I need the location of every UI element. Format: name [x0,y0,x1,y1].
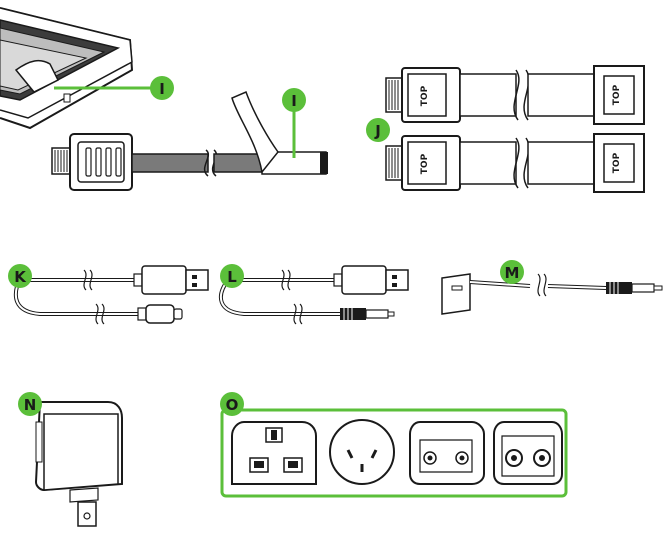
molex-to-barrel-cable [441,273,663,315]
label-o: O [226,396,239,414]
label-m: M [505,264,520,282]
label-badge-j: J [366,118,390,142]
top-marker-3: TOP [420,153,430,174]
eu-plug-adapter-2 [493,421,563,485]
usb-a-to-barrel-cable [218,265,409,325]
label-n: N [24,396,37,414]
top-marker-4: TOP [612,152,622,173]
ribbon-cable-1: TOP TOP [385,65,645,125]
plug-adapters-group [220,408,568,498]
au-plug-adapter [329,419,395,485]
top-marker-1: TOP [420,85,430,106]
label-k: K [14,268,27,286]
display-panel-with-adhesive [0,7,134,130]
label-badge-k: K [8,264,32,288]
label-i-1: I [159,80,165,98]
label-badge-m: M [500,260,524,284]
label-badge-o: O [220,392,244,416]
ribbon-cable-2: TOP TOP [385,133,645,193]
label-l: L [227,268,237,286]
label-i-2: I [291,92,297,110]
eu-plug-adapter-1 [409,421,485,485]
label-badge-n: N [18,392,42,416]
label-badge-i-2: I [282,88,306,158]
top-marker-2: TOP [612,84,622,105]
power-adapter [34,401,123,527]
label-badge-l: L [220,264,244,288]
label-j: J [374,122,381,140]
uk-plug-adapter [231,421,317,485]
flat-cable-with-adhesive [51,90,328,191]
usb-a-to-usb-c-cable [13,265,209,325]
label-badge-i-1: I [54,76,174,100]
